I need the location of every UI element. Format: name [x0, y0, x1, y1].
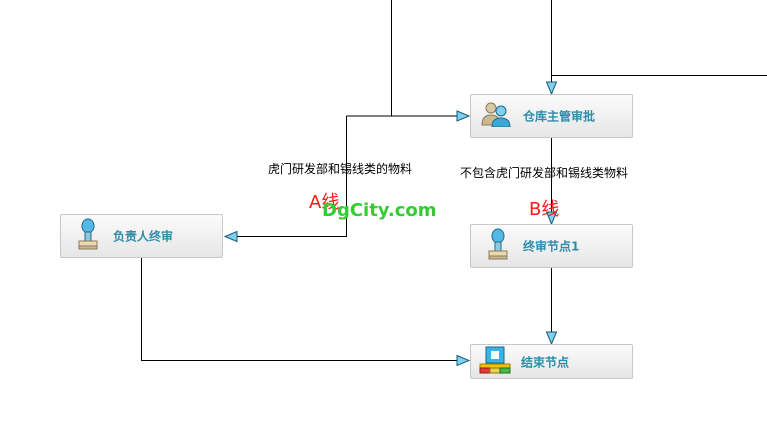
watermark-text: DgCity.com	[322, 200, 437, 221]
annotation-b-line: B线	[529, 199, 560, 220]
stamp-icon	[77, 218, 99, 254]
edge-a-line	[225, 116, 347, 237]
node-owner-final-review[interactable]: 负责人终审	[60, 214, 223, 258]
node-warehouse-approval[interactable]: 仓库主管审批	[470, 94, 633, 138]
edge-label-b-condition: 不包含虎门研发部和锡线类物料	[460, 166, 629, 180]
edge-label-a-condition: 虎门研发部和锡线类的物料	[268, 162, 413, 176]
users-icon	[481, 101, 511, 131]
node-label: 仓库主管审批	[523, 109, 596, 124]
node-end[interactable]: 结束节点	[470, 344, 633, 379]
node-label: 终审节点1	[523, 239, 580, 254]
annotation-a-line: A线	[309, 192, 340, 213]
edge-owner-to-end	[141, 258, 470, 361]
node-label: 负责人终审	[113, 229, 174, 244]
node-final-review-1[interactable]: 终审节点1	[470, 224, 633, 268]
node-label: 结束节点	[521, 355, 570, 369]
end-block-icon	[479, 346, 511, 378]
stamp-icon	[487, 228, 509, 264]
